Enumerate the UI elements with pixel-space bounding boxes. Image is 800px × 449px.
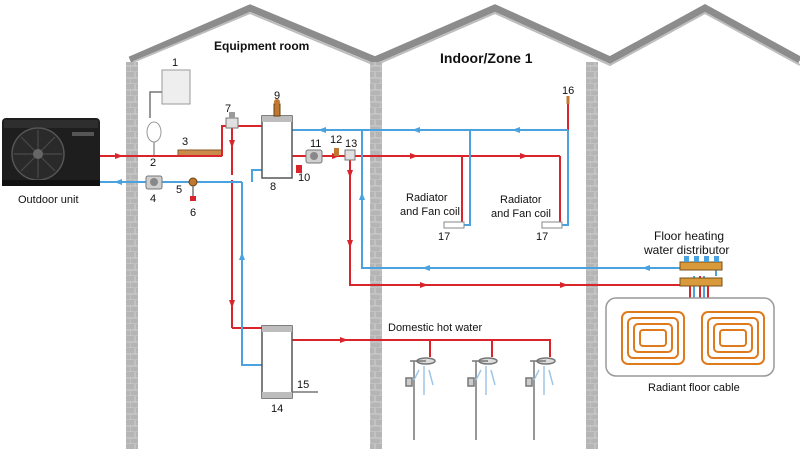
- floor-distributor-label-line2: water distributor: [643, 243, 729, 257]
- dhw-tank-14: [261, 325, 318, 399]
- circulation-pump-11: [305, 149, 323, 164]
- floor-heating-distributor: [679, 256, 723, 287]
- component-number-17-left: 17: [438, 231, 450, 243]
- valve-10: [296, 165, 302, 173]
- component-number-11: 11: [310, 138, 321, 150]
- radiator-1-label-line1: Radiator: [406, 192, 448, 204]
- circulation-pump-4: [145, 175, 163, 190]
- building-roof: [128, 4, 800, 67]
- building-walls: [126, 62, 598, 449]
- domestic-hot-water-label: Domestic hot water: [388, 322, 482, 334]
- floor-distributor-label-line1: Floor heating: [654, 229, 724, 243]
- component-number-9: 9: [274, 90, 280, 102]
- radiator-17-right: [541, 221, 563, 229]
- component-number-7: 7: [225, 103, 231, 115]
- radiator-1-label-line2: and Fan coil: [400, 206, 460, 218]
- air-vent-9: [273, 99, 281, 117]
- radiant-floor-cable-label: Radiant floor cable: [648, 382, 740, 394]
- component-number-10: 10: [298, 172, 310, 184]
- component-number-2: 2: [150, 157, 156, 169]
- component-number-14: 14: [271, 403, 283, 415]
- valve-13: [344, 149, 356, 161]
- component-number-4: 4: [150, 193, 156, 205]
- hot-flow-arrows: [115, 140, 568, 343]
- component-number-16: 16: [562, 85, 574, 97]
- radiator-2-label-line2: and Fan coil: [491, 208, 551, 220]
- component-number-8: 8: [270, 181, 276, 193]
- expansion-tank: [146, 121, 162, 156]
- equipment-room-title: Equipment room: [214, 39, 309, 53]
- indoor-zone-title: Indoor/Zone 1: [440, 50, 533, 66]
- radiator-2-label-line1: Radiator: [500, 194, 542, 206]
- cold-flow-arrows: [114, 127, 650, 271]
- component-number-17-right: 17: [536, 231, 548, 243]
- component-number-15: 15: [297, 379, 309, 391]
- component-number-13: 13: [345, 138, 357, 150]
- component-number-12: 12: [330, 134, 342, 146]
- three-way-valve-7: [225, 112, 239, 129]
- shower-3: [525, 357, 556, 440]
- shower-1: [405, 357, 436, 440]
- drain-valve-6: [190, 186, 196, 201]
- controller-box: [149, 69, 191, 118]
- buffer-tank-8: [261, 115, 293, 179]
- component-number-1: 1: [172, 57, 178, 69]
- valve-12: [334, 148, 339, 156]
- radiant-floor-panel: [605, 297, 775, 377]
- shower-2: [467, 357, 498, 440]
- outdoor-unit-label: Outdoor unit: [18, 194, 79, 206]
- component-number-3: 3: [182, 136, 188, 148]
- filter-5: [188, 177, 198, 187]
- radiator-17-left: [443, 221, 465, 229]
- component-number-6: 6: [190, 207, 196, 219]
- component-number-5: 5: [176, 184, 182, 196]
- outdoor-unit: [2, 118, 100, 186]
